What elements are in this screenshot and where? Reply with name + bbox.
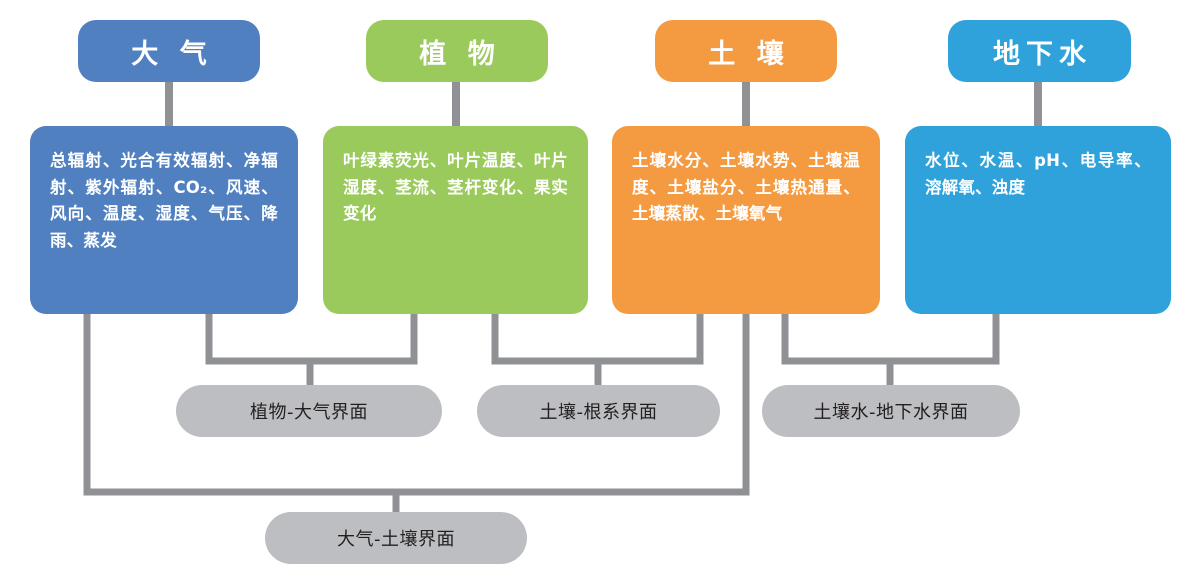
interface-soilwater-groundwater[interactable]: 土壤水-地下水界面: [762, 385, 1020, 437]
header-plant[interactable]: 植 物: [366, 20, 548, 82]
interface-plant-atmosphere[interactable]: 植物-大气界面: [176, 385, 442, 437]
interface-atmosphere-soil-label: 大气-土壤界面: [337, 529, 455, 550]
header-soil[interactable]: 土 壤: [655, 20, 837, 82]
interface-soil-root-label: 土壤-根系界面: [539, 402, 658, 423]
bracket-atmosphere-soil: [83, 314, 750, 496]
content-atmosphere[interactable]: 总辐射、光合有效辐射、净辐射、紫外辐射、CO₂、风速、风向、温度、湿度、气压、降…: [30, 126, 298, 314]
interface-plant-atmosphere-label: 植物-大气界面: [250, 402, 368, 423]
interface-soil-root[interactable]: 土壤-根系界面: [477, 385, 720, 437]
header-atmosphere-label: 大 气: [131, 38, 213, 70]
bracket-soilwater-groundwater: [781, 314, 1000, 365]
content-soil-text: 土壤水分、土壤水势、土壤温度、土壤盐分、土壤热通量、土壤蒸散、土壤氧气: [632, 151, 860, 224]
header-soil-label: 土 壤: [708, 38, 790, 70]
interface-atmosphere-soil[interactable]: 大气-土壤界面: [265, 512, 527, 564]
interface-soilwater-groundwater-label: 土壤水-地下水界面: [813, 402, 969, 423]
header-groundwater-label: 地下水: [993, 38, 1092, 70]
content-atmosphere-text: 总辐射、光合有效辐射、净辐射、紫外辐射、CO₂、风速、风向、温度、湿度、气压、降…: [50, 151, 278, 251]
content-soil[interactable]: 土壤水分、土壤水势、土壤温度、土壤盐分、土壤热通量、土壤蒸散、土壤氧气: [612, 126, 880, 314]
bracket-soil-root: [491, 314, 704, 365]
header-atmosphere[interactable]: 大 气: [78, 20, 260, 82]
header-plant-label: 植 物: [419, 38, 501, 70]
content-groundwater[interactable]: 水位、水温、pH、电导率、溶解氧、浊度: [905, 126, 1171, 314]
content-plant[interactable]: 叶绿素荧光、叶片温度、叶片湿度、茎流、茎杆变化、果实变化: [323, 126, 588, 314]
content-groundwater-text: 水位、水温、pH、电导率、溶解氧、浊度: [925, 151, 1151, 197]
content-plant-text: 叶绿素荧光、叶片温度、叶片湿度、茎流、茎杆变化、果实变化: [343, 151, 568, 224]
bracket-plant-atmosphere: [205, 314, 418, 365]
header-groundwater[interactable]: 地下水: [948, 20, 1131, 82]
